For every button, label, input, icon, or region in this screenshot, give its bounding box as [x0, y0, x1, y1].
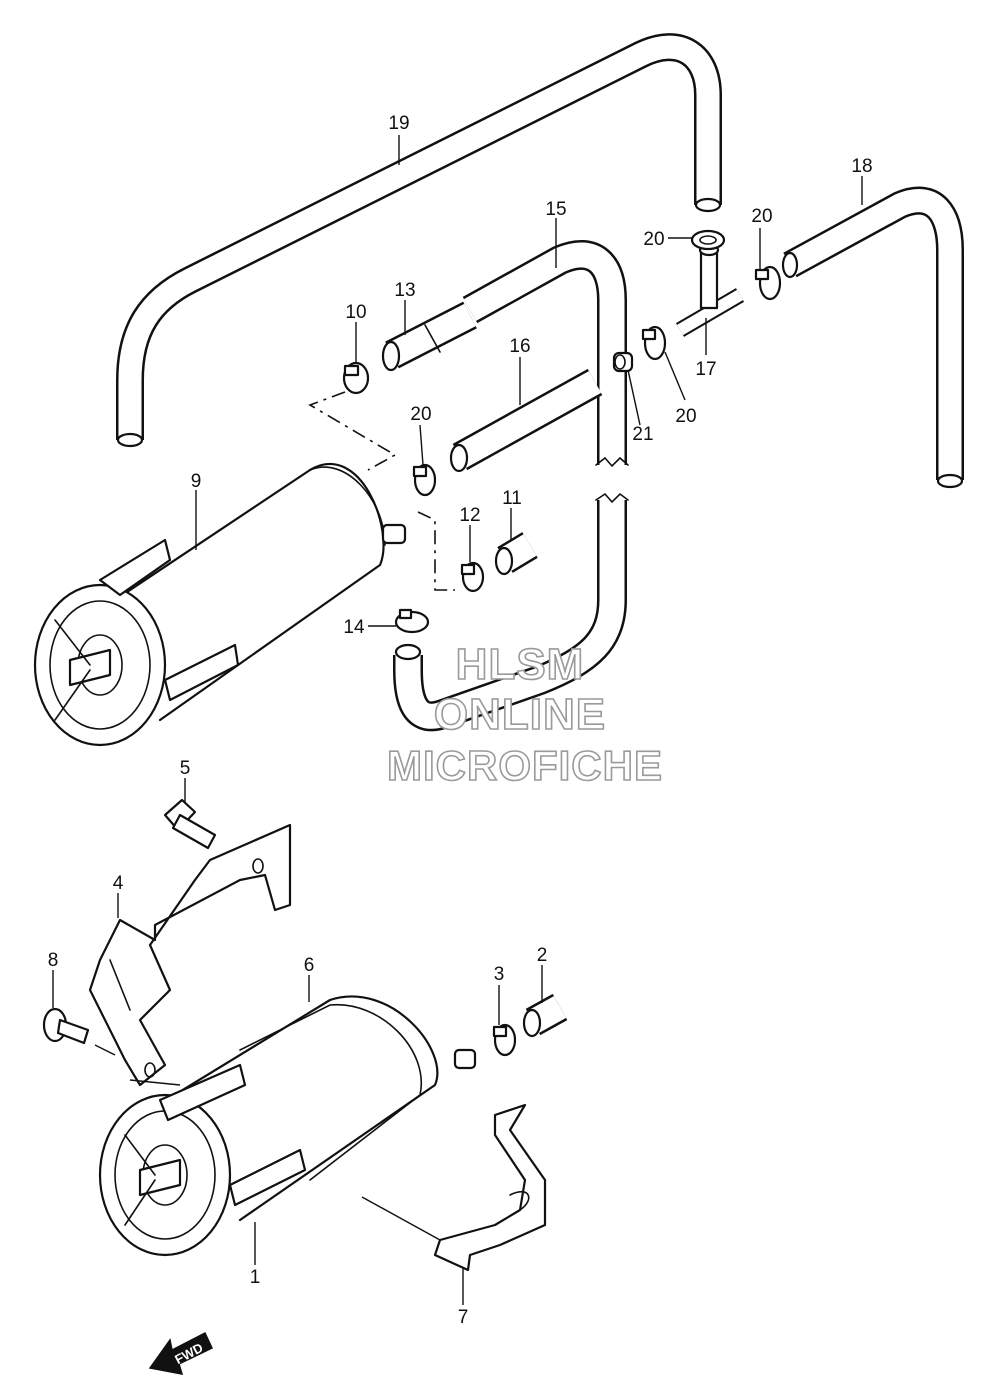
watermark-line-3: MICROFICHE: [386, 741, 663, 790]
watermark-line-1: HLSM: [455, 639, 585, 690]
callout-2: 2: [537, 945, 548, 966]
callout-16: 16: [509, 336, 530, 357]
hose-18[interactable]: [781, 186, 964, 489]
callout-15: 15: [545, 199, 566, 220]
hose-2[interactable]: [522, 993, 568, 1038]
callout-14: 14: [343, 617, 365, 638]
bolt-5[interactable]: [163, 798, 217, 850]
canister-1[interactable]: [98, 995, 477, 1257]
callout-20-top: 20: [643, 229, 664, 250]
callout-20-right: 20: [751, 206, 772, 227]
clamp-12[interactable]: [460, 561, 485, 593]
callout-18: 18: [851, 156, 872, 177]
callout-20-left: 20: [410, 404, 431, 425]
bolt-8[interactable]: [42, 1007, 90, 1045]
callout-9: 9: [191, 471, 202, 492]
clamp-10[interactable]: [342, 361, 370, 395]
clamp-20-top[interactable]: [690, 229, 726, 251]
callout-10: 10: [345, 302, 366, 323]
hose-16[interactable]: [449, 368, 603, 473]
callout-12: 12: [459, 505, 480, 526]
hose-19[interactable]: [116, 33, 722, 448]
callout-20-mid: 20: [675, 406, 696, 427]
connection-line-12: [417, 511, 455, 591]
bracket-4[interactable]: [88, 823, 292, 1087]
hose-11[interactable]: [494, 532, 538, 576]
callout-1: 1: [250, 1267, 261, 1288]
bracket-7[interactable]: [433, 1103, 547, 1272]
callout-17: 17: [695, 359, 716, 380]
clamp-3[interactable]: [492, 1023, 517, 1057]
callout-13: 13: [394, 280, 415, 301]
callout-3: 3: [494, 964, 505, 985]
callout-21: 21: [632, 424, 653, 445]
callout-4: 4: [113, 873, 124, 894]
callout-5: 5: [180, 758, 191, 779]
callout-6: 6: [304, 955, 315, 976]
cap-21[interactable]: [612, 351, 634, 373]
connection-line-10: [308, 391, 397, 471]
callout-19: 19: [388, 113, 409, 134]
callout-11: 11: [502, 488, 522, 509]
clamp-20-left[interactable]: [412, 463, 437, 497]
callout-7: 7: [458, 1307, 469, 1328]
hose-13[interactable]: [381, 301, 477, 372]
watermark-line-2: ONLINE: [433, 689, 607, 740]
clamp-14[interactable]: [394, 608, 430, 634]
clamp-20-mid[interactable]: [641, 325, 667, 361]
hose-15[interactable]: [462, 240, 629, 468]
lower-hose[interactable]: [393, 492, 629, 732]
t-joint-17[interactable]: [675, 243, 745, 337]
canister-9[interactable]: [33, 462, 407, 747]
callout-8: 8: [48, 950, 59, 971]
clamp-20-right[interactable]: [754, 265, 782, 301]
fwd-arrow-icon: [148, 1331, 213, 1375]
